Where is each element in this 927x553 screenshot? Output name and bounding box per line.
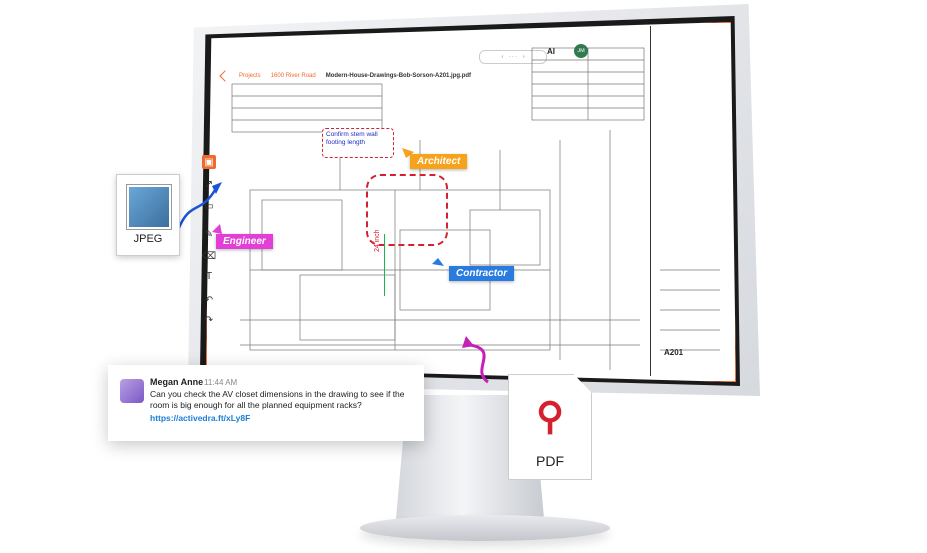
chat-link[interactable]: https://activedra.ft/xLy8F <box>150 413 251 423</box>
shape-icon[interactable]: ▭ <box>204 200 214 212</box>
markup-toolbar: ▣ ↗ ▭ ✎ ⌫ T ↶ ↷ <box>202 155 220 335</box>
contractor-tag: Contractor <box>449 266 515 281</box>
select-icon[interactable]: ▣ <box>202 155 216 169</box>
avatar <box>120 379 144 403</box>
chat-timestamp: 11:44 AM <box>204 378 238 387</box>
dimension-line[interactable] <box>384 234 385 296</box>
engineer-tag: Engineer <box>216 234 273 249</box>
drawing-app-window: Projects 1600 River Road Modern-House-Dr… <box>206 22 736 382</box>
chevron-left-icon[interactable]: ‹ <box>501 54 504 60</box>
chat-message-card: Megan Anne 11:44 AM Can you check the AV… <box>108 365 424 441</box>
cursor-icon[interactable]: ↗ <box>204 178 214 190</box>
image-file-icon <box>127 185 171 229</box>
eraser-icon[interactable]: ⌫ <box>201 250 217 262</box>
page-navigator[interactable]: ‹ · · · › <box>479 50 547 64</box>
markup-note[interactable]: Confirm stem wall footing length <box>322 128 394 158</box>
text-icon[interactable]: T <box>205 270 213 282</box>
chat-author: Megan Anne <box>150 377 204 387</box>
jpeg-label: JPEG <box>133 233 163 245</box>
redo-icon[interactable]: ↷ <box>204 314 214 326</box>
breadcrumb-project[interactable]: 1600 River Road <box>270 73 316 79</box>
sheet-number: A201 <box>664 348 684 357</box>
avatar-jm[interactable]: JM <box>574 44 588 58</box>
avatar-ai[interactable]: AI <box>547 47 555 56</box>
acrobat-icon: ⚲ <box>536 395 564 438</box>
undo-icon[interactable]: ↶ <box>204 294 214 306</box>
sheet-title-block <box>650 26 721 376</box>
monitor-base <box>360 515 610 541</box>
dimension-label: 24 inch <box>374 229 381 252</box>
chevron-right-icon[interactable]: › <box>522 54 525 60</box>
breadcrumb: Projects 1600 River Road Modern-House-Dr… <box>217 65 657 87</box>
jpeg-file-card: JPEG <box>116 174 180 256</box>
pdf-label: PDF <box>536 453 564 469</box>
architect-tag: Architect <box>410 154 468 169</box>
breadcrumb-projects[interactable]: Projects <box>239 73 261 79</box>
revision-cloud[interactable] <box>366 174 448 246</box>
pencil-icon[interactable]: ✎ <box>204 228 214 240</box>
breadcrumb-file: Modern-House-Drawings-Bob-Sorson-A201.jp… <box>325 73 472 79</box>
jpeg-arrow <box>176 189 217 231</box>
pdf-arrow <box>469 343 489 384</box>
page-indicator: · · · <box>509 54 517 60</box>
pdf-file-card: ⚲ PDF <box>508 374 592 480</box>
chat-text: Can you check the AV closet dimensions i… <box>150 389 405 410</box>
